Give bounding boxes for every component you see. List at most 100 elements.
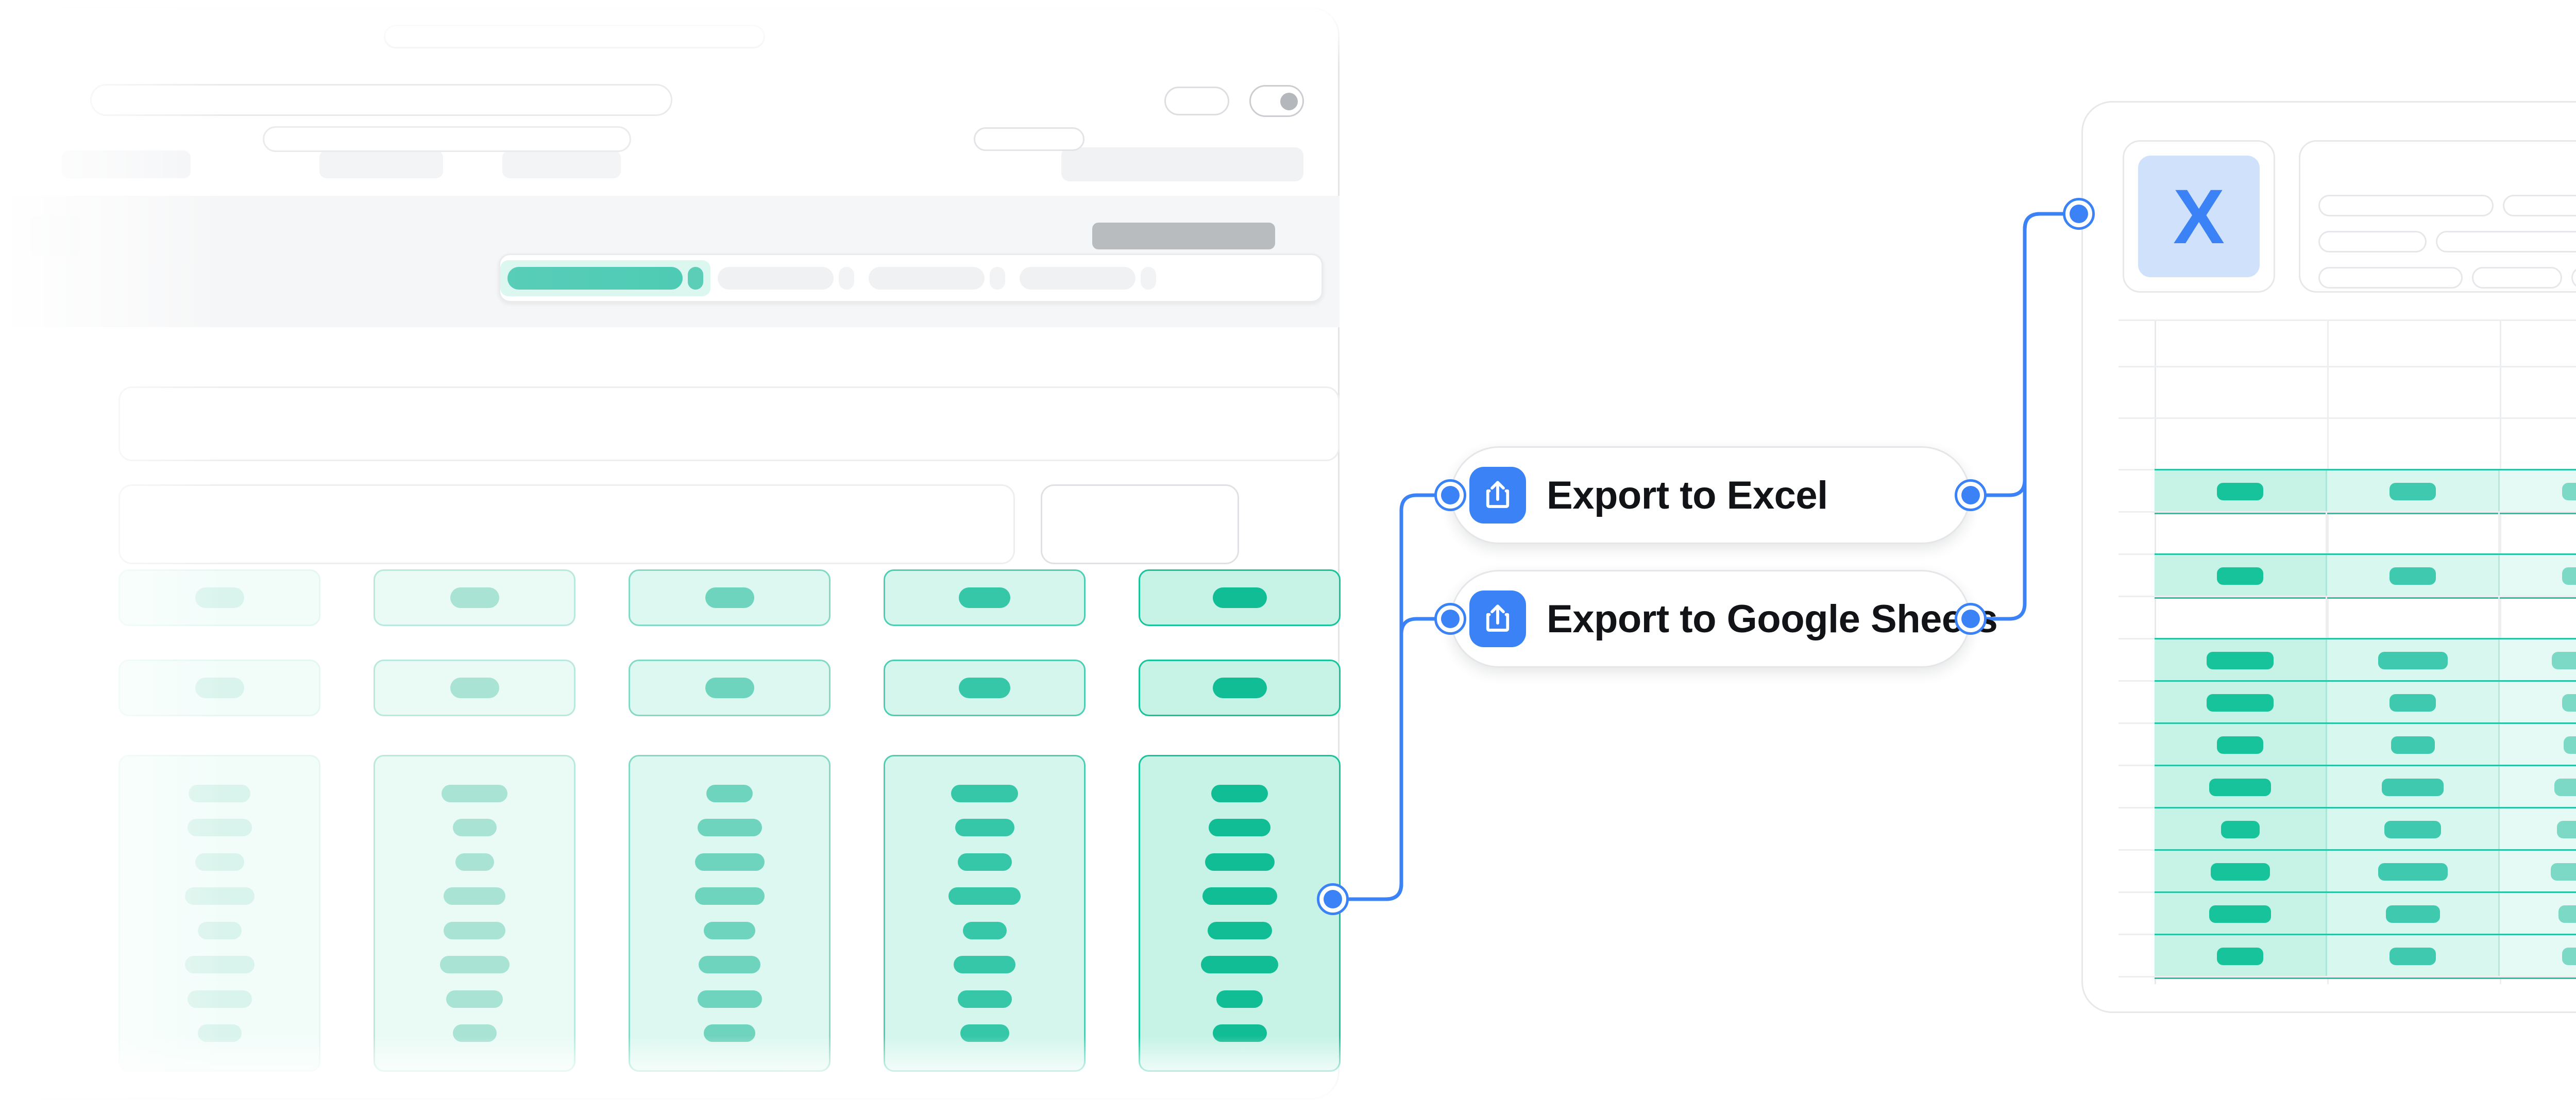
sheet-row-5-cell-2[interactable]: [2327, 639, 2500, 682]
sheet-row-5-cell-1[interactable]: [2155, 639, 2327, 682]
content-mid-row[interactable]: [118, 484, 1015, 564]
sheet-row-9-cell-2[interactable]: [2327, 808, 2500, 851]
sheet-row-1-cell-3[interactable]: [2500, 470, 2576, 513]
step-segment-2[interactable]: [710, 260, 861, 296]
step-segment-4-box: [1012, 260, 1163, 296]
data-column-3-bar-8: [704, 1024, 755, 1042]
sheet-row-8-cell-2[interactable]: [2327, 766, 2500, 808]
sheet-row-2[interactable]: [2155, 511, 2576, 553]
sheet-row-5[interactable]: [2155, 638, 2576, 683]
sheet-row-12-cell-1[interactable]: [2155, 935, 2327, 977]
sheet-row-11-cell-2[interactable]: [2327, 893, 2500, 935]
sheet-row-7[interactable]: [2155, 722, 2576, 768]
sheet-row-9[interactable]: [2155, 807, 2576, 852]
sheet-row-12-cell-2[interactable]: [2327, 935, 2500, 977]
data-column-3-bar-7: [698, 990, 762, 1008]
data-column-5-card-2[interactable]: [1139, 660, 1341, 716]
tab-1[interactable]: [62, 150, 191, 178]
sheet-row-6-cell-2[interactable]: [2327, 682, 2500, 724]
sheet-row-11-cell-1[interactable]: [2155, 893, 2327, 935]
data-column-2-card-2[interactable]: [374, 660, 575, 716]
sheet-row-6[interactable]: [2155, 680, 2576, 726]
data-column-5-card-3[interactable]: [1139, 755, 1341, 1072]
sheet-row-8-cell-3[interactable]: [2500, 766, 2576, 808]
sheet-row-6-cell-1[interactable]: [2155, 682, 2327, 724]
step-segment-3[interactable]: [861, 260, 1012, 296]
data-column-3-card-3[interactable]: [629, 755, 831, 1072]
sheet-row-divider-pre-1: [2119, 366, 2576, 367]
sheet-row-1-cell-2[interactable]: [2327, 470, 2500, 513]
sheet-row-12-bar-3: [2562, 948, 2576, 965]
tab-2[interactable]: [319, 150, 443, 178]
data-column-4-card-2[interactable]: [884, 660, 1086, 716]
sheet-row-3-cell-3[interactable]: [2500, 555, 2576, 597]
header-pill-button[interactable]: [1164, 87, 1229, 115]
sheet-row-12-cell-3[interactable]: [2500, 935, 2576, 977]
sheet-row-10-cell-2[interactable]: [2327, 851, 2500, 893]
data-column-5-bar-8: [1213, 1024, 1267, 1042]
data-column-5-bar-3: [1205, 853, 1275, 871]
data-column-1-card-3[interactable]: [118, 755, 320, 1072]
data-column-3-card-1[interactable]: [629, 569, 831, 626]
sheet-row-7-cell-1[interactable]: [2155, 724, 2327, 766]
step-segment-4[interactable]: [1012, 260, 1163, 296]
sheet-row-4[interactable]: [2155, 596, 2576, 638]
sheet-row-2-cell-2[interactable]: [2327, 511, 2500, 553]
sheet-row-10[interactable]: [2155, 849, 2576, 895]
sheet-row-3-cell-1[interactable]: [2155, 555, 2327, 597]
sheet-row-5-bar-1: [2207, 652, 2274, 669]
sheet-row-6-cell-3[interactable]: [2500, 682, 2576, 724]
step-segment-1[interactable]: [500, 260, 710, 296]
sheet-row-9-cell-3[interactable]: [2500, 808, 2576, 851]
segmented-stepper[interactable]: [499, 254, 1323, 302]
header-right-chip[interactable]: [1061, 147, 1303, 181]
sheet-row-4-cell-2[interactable]: [2327, 596, 2500, 638]
sheet-row-10-cell-3[interactable]: [2500, 851, 2576, 893]
content-top-row[interactable]: [118, 386, 1340, 461]
sheet-row-3-cell-2[interactable]: [2327, 555, 2500, 597]
data-column-1-card-1[interactable]: [118, 569, 320, 626]
sheet-row-2-cell-3[interactable]: [2500, 511, 2576, 553]
data-column-2-card-1[interactable]: [374, 569, 575, 626]
data-column-5-card-1[interactable]: [1139, 569, 1341, 626]
source-output-port[interactable]: [1317, 883, 1349, 915]
sheet-row-1[interactable]: [2155, 469, 2576, 514]
excel-output-port[interactable]: [1955, 479, 1987, 511]
tab-3[interactable]: [502, 150, 621, 178]
export-to-excel-node[interactable]: Export to Excel: [1450, 446, 1971, 544]
sheets-input-port[interactable]: [1434, 603, 1466, 635]
excel-input-port[interactable]: [1434, 479, 1466, 511]
sheet-row-7-cell-2[interactable]: [2327, 724, 2500, 766]
sheet-row-4-cell-1[interactable]: [2155, 596, 2327, 638]
sheet-row-1-bar-3: [2562, 483, 2576, 500]
excel-app-icon-frame[interactable]: X: [2123, 140, 2275, 293]
sheet-row-7-cell-3[interactable]: [2500, 724, 2576, 766]
data-column-4-card-1[interactable]: [884, 569, 1086, 626]
search-input[interactable]: [90, 84, 672, 116]
sheet-row-11[interactable]: [2155, 891, 2576, 937]
data-column-1-card-2[interactable]: [118, 660, 320, 716]
spreadsheet-input-port[interactable]: [2063, 198, 2095, 230]
sheet-row-8[interactable]: [2155, 765, 2576, 810]
sheet-row-5-cell-3[interactable]: [2500, 639, 2576, 682]
sheet-row-8-cell-1[interactable]: [2155, 766, 2327, 808]
data-column-3-card-2[interactable]: [629, 660, 831, 716]
sheet-row-1-cell-1[interactable]: [2155, 470, 2327, 513]
spreadsheet-grid[interactable]: [2119, 319, 2576, 984]
sheet-row-4-cell-3[interactable]: [2500, 596, 2576, 638]
content-mid-row-secondary-field[interactable]: [974, 127, 1084, 151]
data-column-2-card-3[interactable]: [374, 755, 575, 1072]
content-mid-row-secondary[interactable]: [1041, 484, 1239, 564]
content-mid-row-field[interactable]: [263, 126, 631, 152]
sheet-row-12[interactable]: [2155, 934, 2576, 979]
export-to-google-sheets-node[interactable]: Export to Google Sheets: [1450, 570, 1971, 668]
sheet-row-8-bar-2: [2382, 779, 2444, 796]
sheet-row-10-cell-1[interactable]: [2155, 851, 2327, 893]
sheets-output-port[interactable]: [1955, 603, 1987, 635]
sheet-row-2-cell-1[interactable]: [2155, 511, 2327, 553]
sheet-row-9-cell-1[interactable]: [2155, 808, 2327, 851]
content-top-row-field[interactable]: [384, 25, 765, 48]
sheet-row-3[interactable]: [2155, 553, 2576, 599]
data-column-4-card-3[interactable]: [884, 755, 1086, 1072]
sheet-row-11-cell-3[interactable]: [2500, 893, 2576, 935]
